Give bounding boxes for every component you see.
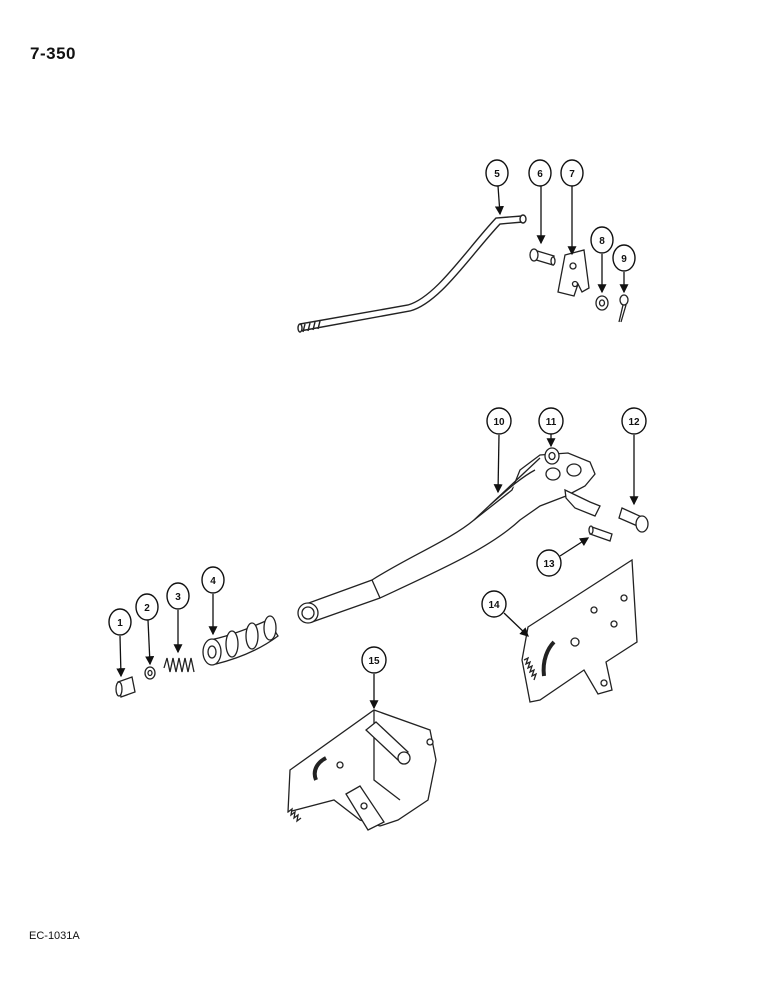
callout-label-13: 13 <box>543 559 555 570</box>
callout-11: 11 <box>538 407 564 448</box>
part-9-cotter-pin <box>618 294 629 323</box>
callout-label-7: 7 <box>569 169 575 180</box>
callout-9: 9 <box>612 244 636 294</box>
callout-14: 14 <box>481 590 529 637</box>
callout-label-8: 8 <box>599 236 605 247</box>
part-12-clevis-pin <box>618 507 649 533</box>
callout-label-11: 11 <box>546 417 557 428</box>
callout-4: 4 <box>201 566 225 636</box>
callout-label-6: 6 <box>537 169 543 180</box>
callout-10: 10 <box>486 407 512 494</box>
callout-2: 2 <box>135 593 159 666</box>
page-number: 7-350 <box>30 44 76 63</box>
drawing-code: EC-1031A <box>29 930 80 942</box>
part-8-washer <box>595 295 609 311</box>
part-10-lever <box>297 452 601 624</box>
callout-1: 1 <box>108 608 132 678</box>
part-14-bracket <box>521 558 638 703</box>
part-4-grip <box>202 615 279 666</box>
callout-5: 5 <box>485 159 509 216</box>
callout-7: 7 <box>560 159 584 256</box>
part-5-rod <box>297 214 527 333</box>
callout-13: 13 <box>536 537 590 577</box>
part-6-clevis-pin <box>529 248 556 266</box>
callout-6: 6 <box>528 159 552 245</box>
callout-label-14: 14 <box>488 600 500 611</box>
callout-label-15: 15 <box>368 656 380 667</box>
callout-label-3: 3 <box>175 592 181 603</box>
callout-label-12: 12 <box>628 417 640 428</box>
callout-8: 8 <box>590 226 614 294</box>
part-1-cap <box>115 676 136 698</box>
callout-12: 12 <box>621 407 647 506</box>
callout-3: 3 <box>166 582 190 654</box>
callout-label-9: 9 <box>621 254 627 265</box>
part-2-washer <box>144 666 156 680</box>
callout-label-10: 10 <box>493 417 505 428</box>
part-3-spring <box>163 657 195 673</box>
callout-label-2: 2 <box>144 603 150 614</box>
part-13-roll-pin <box>588 525 613 542</box>
part-7-plate <box>557 249 590 297</box>
part-11-washer <box>544 447 560 465</box>
callout-label-1: 1 <box>117 618 123 629</box>
part-15-bracket <box>287 709 437 831</box>
callout-15: 15 <box>361 646 387 710</box>
callout-label-5: 5 <box>494 169 500 180</box>
callout-label-4: 4 <box>210 576 216 587</box>
